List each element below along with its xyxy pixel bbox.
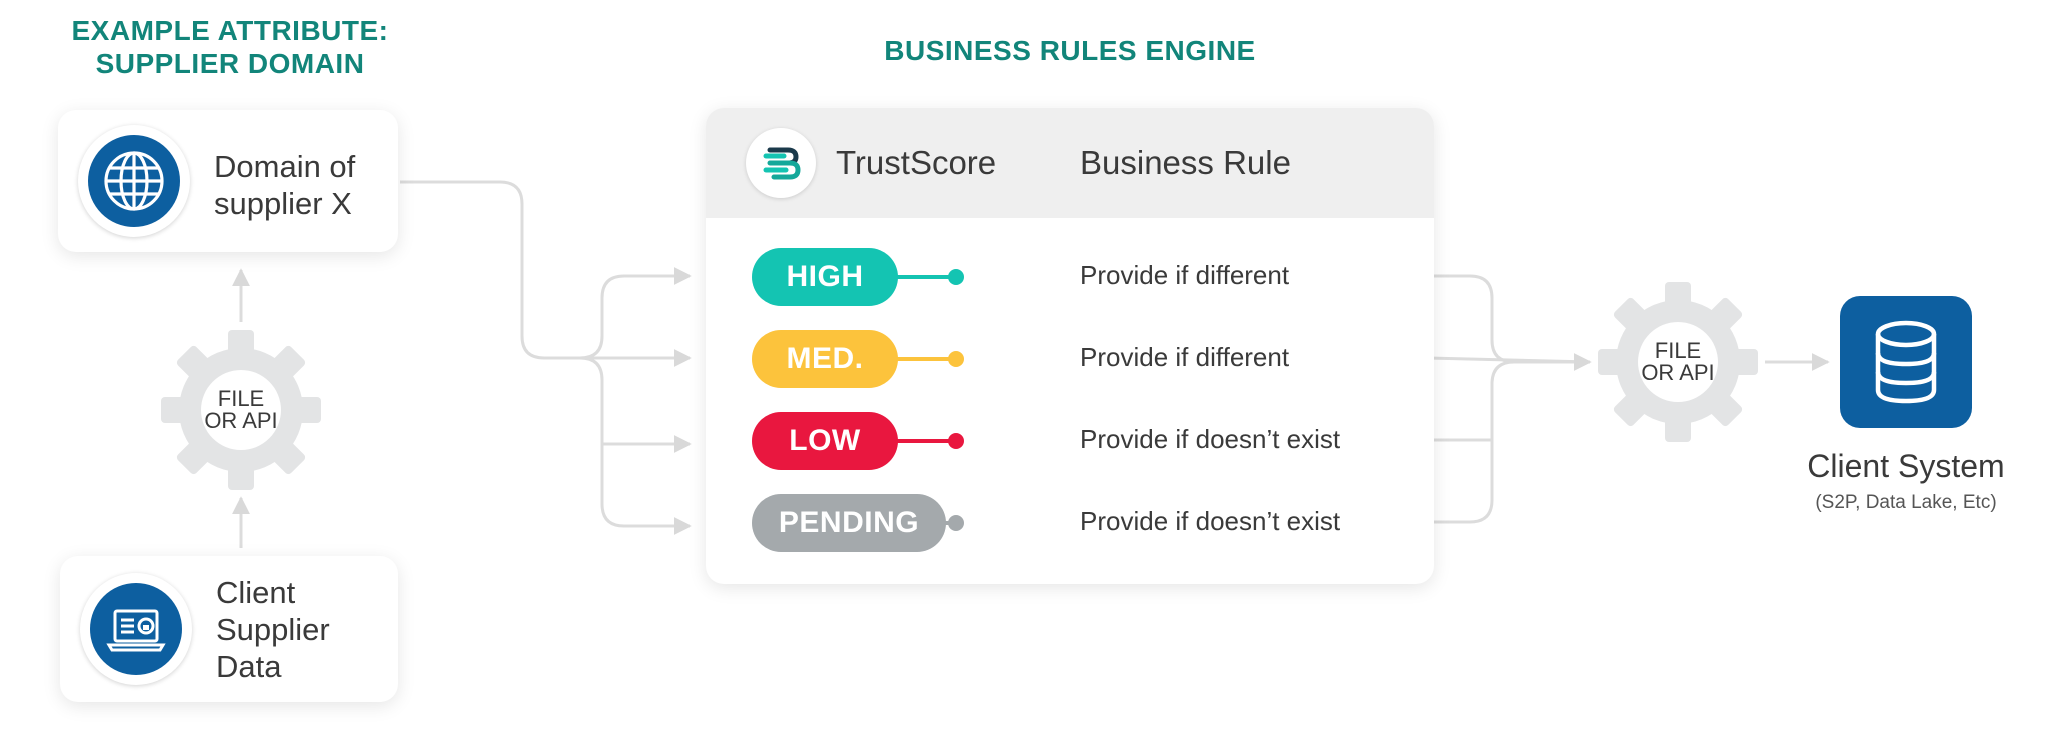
database-icon xyxy=(1875,320,1937,404)
level-pill-pending: PENDING xyxy=(752,494,946,552)
merge-high xyxy=(1428,274,1590,364)
rule-text-high: Provide if different xyxy=(1080,260,1290,290)
globe-icon xyxy=(104,151,164,211)
level-pill-low: LOW xyxy=(752,412,898,470)
branch-pending xyxy=(600,430,692,535)
trustscore-logo-icon xyxy=(763,147,801,180)
engine-header: TrustScore Business Rule xyxy=(706,108,1434,218)
laptop-icon-badge xyxy=(80,573,192,685)
client-card-line3: Data xyxy=(216,649,282,684)
domain-to-engine-line xyxy=(400,180,580,360)
rule-row-pending: PENDING Provide if doesn’t exist xyxy=(706,494,1434,552)
rule-text-med: Provide if different xyxy=(1080,342,1290,372)
rules-engine-card: TrustScore Business Rule HIGH Provide if… xyxy=(706,108,1434,584)
right-gear: FILE OR API xyxy=(1598,282,1758,442)
left-title-line2: SUPPLIER DOMAIN xyxy=(95,48,365,79)
client-system-tile xyxy=(1840,296,1972,428)
rule-dot-high xyxy=(948,269,964,285)
level-pill-high: HIGH xyxy=(752,248,898,306)
gear-icon xyxy=(1598,282,1758,442)
rule-dot-low xyxy=(948,433,964,449)
client-supplier-card: Client Supplier Data xyxy=(60,556,398,702)
laptop-icon xyxy=(106,609,166,652)
rule-text-low: Provide if doesn’t exist xyxy=(1080,424,1341,454)
left-gear: FILE OR API xyxy=(161,330,321,490)
left-title-line1: EXAMPLE ATTRIBUTE: xyxy=(71,15,389,46)
domain-card-label: Domain of supplier X xyxy=(214,148,355,222)
engine-brand-label: TrustScore xyxy=(836,144,997,181)
gear-icon xyxy=(161,330,321,490)
rule-row-high: HIGH Provide if different xyxy=(706,248,1434,306)
right-gear-line2: OR API xyxy=(1641,360,1715,385)
left-gear-line1: FILE xyxy=(217,386,265,411)
level-pill-med: MED. xyxy=(752,330,898,388)
rule-row-med: MED. Provide if different xyxy=(706,330,1434,388)
merge-low xyxy=(1428,360,1515,442)
rule-row-low: LOW Provide if doesn’t exist xyxy=(706,412,1434,470)
branch-low xyxy=(579,356,692,453)
globe-icon-badge xyxy=(78,125,190,237)
domain-card-line2: supplier X xyxy=(214,186,352,221)
left-gear-line2: OR API xyxy=(204,408,278,433)
client-card-line2: Supplier xyxy=(216,612,330,647)
rule-text-pending: Provide if doesn’t exist xyxy=(1080,506,1341,536)
branch-high xyxy=(579,267,692,360)
left-title: EXAMPLE ATTRIBUTE: SUPPLIER DOMAIN xyxy=(40,14,420,80)
client-system-title: Client System xyxy=(1807,448,2005,484)
domain-card: Domain of supplier X xyxy=(58,110,398,252)
engine-column-label: Business Rule xyxy=(1080,144,1291,181)
merge-pending xyxy=(1428,440,1494,524)
left-gear-label: FILE OR API xyxy=(181,388,301,432)
trustscore-logo-badge xyxy=(746,128,816,198)
rule-dot-med xyxy=(948,351,964,367)
client-supplier-label: Client Supplier Data xyxy=(216,574,330,685)
engine-title: BUSINESS RULES ENGINE xyxy=(884,35,1256,66)
right-gear-line1: FILE xyxy=(1654,338,1702,363)
rule-dot-pending xyxy=(948,515,964,531)
client-card-line1: Client xyxy=(216,575,296,610)
client-system-subtitle: (S2P, Data Lake, Etc) xyxy=(1815,492,1997,513)
right-gear-label: FILE OR API xyxy=(1618,340,1738,384)
domain-card-line1: Domain of xyxy=(214,149,356,184)
